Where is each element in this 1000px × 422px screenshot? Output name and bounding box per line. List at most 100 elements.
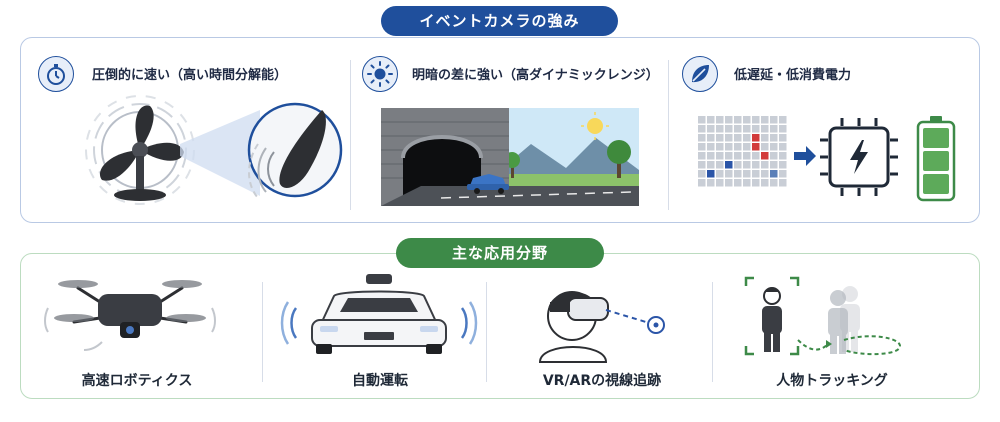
autonomous-car-illustration [280, 274, 478, 354]
event-pixel [770, 143, 778, 151]
divider [668, 60, 669, 210]
event-pixel [725, 179, 733, 187]
event-pixel [743, 152, 751, 160]
event-pixel [779, 143, 787, 151]
event-pixel [779, 125, 787, 133]
event-pixel [761, 143, 769, 151]
app-label-robotics: 高速ロボティクス [81, 373, 193, 389]
app-label-eye-tracking: VR/ARの視線追跡 [542, 373, 662, 389]
event-pixel [779, 170, 787, 178]
feature-title-speed: 圧倒的に速い（高い時間分解能） [92, 68, 288, 83]
event-pixel [698, 125, 706, 133]
event-pixel [707, 179, 715, 187]
event-pixel [752, 152, 760, 160]
event-pixel [707, 161, 715, 169]
event-pixel [761, 152, 769, 160]
event-pixel [743, 116, 751, 124]
divider [262, 282, 263, 382]
event-pixel [707, 134, 715, 142]
fan-illustration [85, 95, 343, 205]
event-pixel [725, 170, 733, 178]
event-pixel [725, 125, 733, 133]
event-pixel [761, 116, 769, 124]
event-pixel [770, 179, 778, 187]
event-pixel [725, 116, 733, 124]
event-pixel [707, 152, 715, 160]
event-pixel [698, 161, 706, 169]
event-pixel [734, 170, 742, 178]
app-label-person-tracking: 人物トラッキング [776, 373, 888, 389]
event-pixel [743, 161, 751, 169]
event-pixel [752, 143, 760, 151]
event-pixel [743, 134, 751, 142]
event-pixel [770, 152, 778, 160]
event-pixel [779, 179, 787, 187]
event-pixel [725, 143, 733, 151]
event-pixel [725, 152, 733, 160]
event-pixel [734, 143, 742, 151]
divider [486, 282, 487, 382]
event-pixel [734, 134, 742, 142]
event-pixel [752, 125, 760, 133]
divider [350, 60, 351, 210]
event-pixel [761, 161, 769, 169]
event-pixel [716, 161, 724, 169]
sun-icon [362, 56, 398, 92]
event-pixel [725, 134, 733, 142]
event-pixel [707, 116, 715, 124]
event-pixel [707, 170, 715, 178]
event-pixel [743, 170, 751, 178]
event-pixel [752, 116, 760, 124]
event-pixel [779, 134, 787, 142]
event-pixel [698, 170, 706, 178]
event-grid-illustration [698, 116, 956, 202]
leaf-icon [682, 56, 718, 92]
event-pixel [770, 116, 778, 124]
event-pixel [716, 134, 724, 142]
event-pixel [707, 125, 715, 133]
drone-illustration [44, 280, 216, 351]
event-pixel [734, 116, 742, 124]
app-label-autonomous-driving: 自動運転 [352, 373, 408, 389]
feature-title-low-power: 低遅延・低消費電力 [734, 68, 852, 83]
event-pixel [716, 143, 724, 151]
event-pixel [770, 161, 778, 169]
event-pixel [698, 116, 706, 124]
event-pixel [698, 134, 706, 142]
event-pixel [779, 161, 787, 169]
event-pixel [743, 179, 751, 187]
event-pixel [716, 170, 724, 178]
divider [712, 282, 713, 382]
event-pixel [761, 179, 769, 187]
event-pixel [761, 134, 769, 142]
event-pixel [752, 170, 760, 178]
vr-user-illustration [538, 291, 665, 363]
applications-panel [20, 253, 980, 399]
event-pixel [734, 161, 742, 169]
event-pixel [725, 161, 733, 169]
event-pixel [761, 170, 769, 178]
event-pixel [743, 143, 751, 151]
event-pixel [752, 161, 760, 169]
event-pixel [770, 125, 778, 133]
event-pixel [716, 125, 724, 133]
event-pixel [779, 152, 787, 160]
event-pixel [743, 125, 751, 133]
event-pixel [698, 179, 706, 187]
feature-title-dynamic-range: 明暗の差に強い（高ダイナミックレンジ） [412, 68, 659, 83]
event-pixel [734, 179, 742, 187]
event-pixel [752, 179, 760, 187]
tunnel-illustration [381, 108, 639, 206]
event-pixel [716, 152, 724, 160]
event-pixel [770, 134, 778, 142]
event-pixel [698, 152, 706, 160]
person-tracking-illustration [744, 276, 902, 356]
event-pixel [779, 116, 787, 124]
event-pixel [698, 143, 706, 151]
applications-header: 主な応用分野 [396, 238, 604, 268]
event-pixel [761, 125, 769, 133]
event-pixel [770, 170, 778, 178]
stopwatch-icon [38, 56, 74, 92]
event-pixel [734, 125, 742, 133]
event-pixel [716, 116, 724, 124]
